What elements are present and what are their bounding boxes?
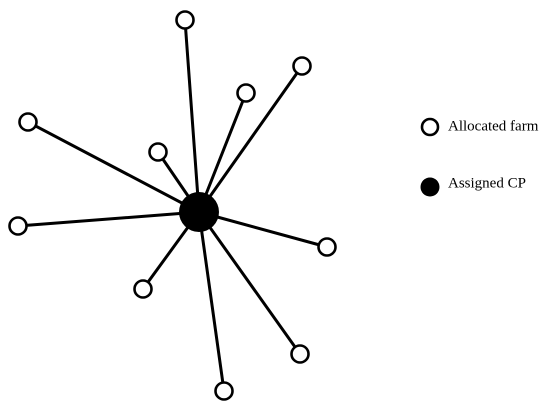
legend-allocated-farm-symbol — [420, 117, 440, 137]
allocated-farm-node-7 — [317, 237, 337, 257]
legend: Allocated farm Assigned CP — [420, 117, 539, 197]
allocated-farm-node-2 — [292, 56, 312, 76]
allocated-farm-node-1 — [175, 10, 195, 30]
edge-9 — [197, 210, 302, 356]
legend-allocated-farm-label: Allocated farm — [448, 118, 539, 134]
allocated-farm-node-10 — [214, 381, 234, 401]
edge-1 — [183, 18, 201, 214]
assigned-cp-node — [179, 192, 219, 232]
allocated-farm-node-9 — [290, 344, 310, 364]
legend-assigned-cp-symbol — [420, 177, 440, 197]
legend-assigned-cp-label: Assigned CP — [448, 175, 526, 191]
edge-6 — [16, 210, 201, 228]
allocated-farm-node-4 — [18, 112, 38, 132]
edges — [16, 18, 329, 393]
edge-10 — [197, 210, 226, 393]
allocated-farm-node-8 — [133, 279, 153, 299]
edge-4 — [26, 120, 201, 214]
farm-nodes — [8, 10, 337, 401]
edge-3 — [197, 91, 248, 214]
allocated-farm-node-5 — [148, 142, 168, 162]
edge-7 — [197, 210, 329, 249]
edge-2 — [197, 64, 304, 214]
allocated-farm-node-6 — [8, 216, 28, 236]
allocated-farm-node-3 — [236, 83, 256, 103]
